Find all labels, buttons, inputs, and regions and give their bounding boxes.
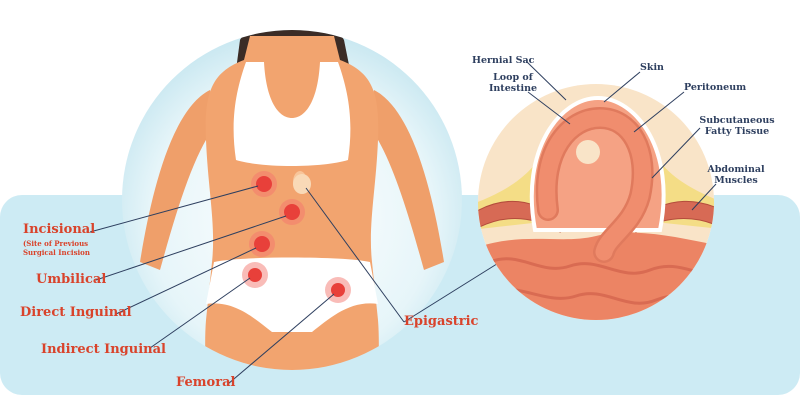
marker-indirect-inguinal: [242, 262, 268, 288]
leader-lines: [89, 185, 501, 385]
label-subcutaneous-1: Subcutaneous: [699, 115, 775, 126]
marker-umbilical: [279, 199, 305, 225]
label-subcutaneous-2: Fatty Tissue: [704, 126, 770, 137]
label-indirect-inguinal: Indirect Inguinal: [41, 342, 166, 357]
label-loop-of-intestine-2: Intestine: [488, 83, 538, 94]
label-hernial-sac: Hernial Sac: [472, 55, 535, 66]
cross-section-leaders: [526, 61, 717, 211]
label-epigastric: Epigastric: [404, 314, 479, 329]
label-abdominal-muscles-2: Muscles: [714, 175, 758, 186]
label-femoral: Femoral: [176, 375, 236, 390]
label-incisional-note-2: Surgical Incision: [23, 248, 90, 257]
marker-direct-inguinal: [249, 231, 275, 257]
label-direct-inguinal: Direct Inguinal: [20, 305, 132, 320]
label-abdominal-muscles-1: Abdominal: [707, 164, 765, 175]
marker-femoral: [325, 277, 351, 303]
label-peritoneum: Peritoneum: [684, 82, 747, 93]
label-umbilical: Umbilical: [36, 272, 107, 287]
marker-incisional: [251, 171, 277, 197]
label-incisional-note-1: (Site of Previous: [23, 239, 89, 248]
label-incisional: Incisional: [23, 222, 96, 237]
label-skin: Skin: [640, 62, 664, 73]
label-loop-of-intestine-1: Loop of: [493, 72, 533, 83]
